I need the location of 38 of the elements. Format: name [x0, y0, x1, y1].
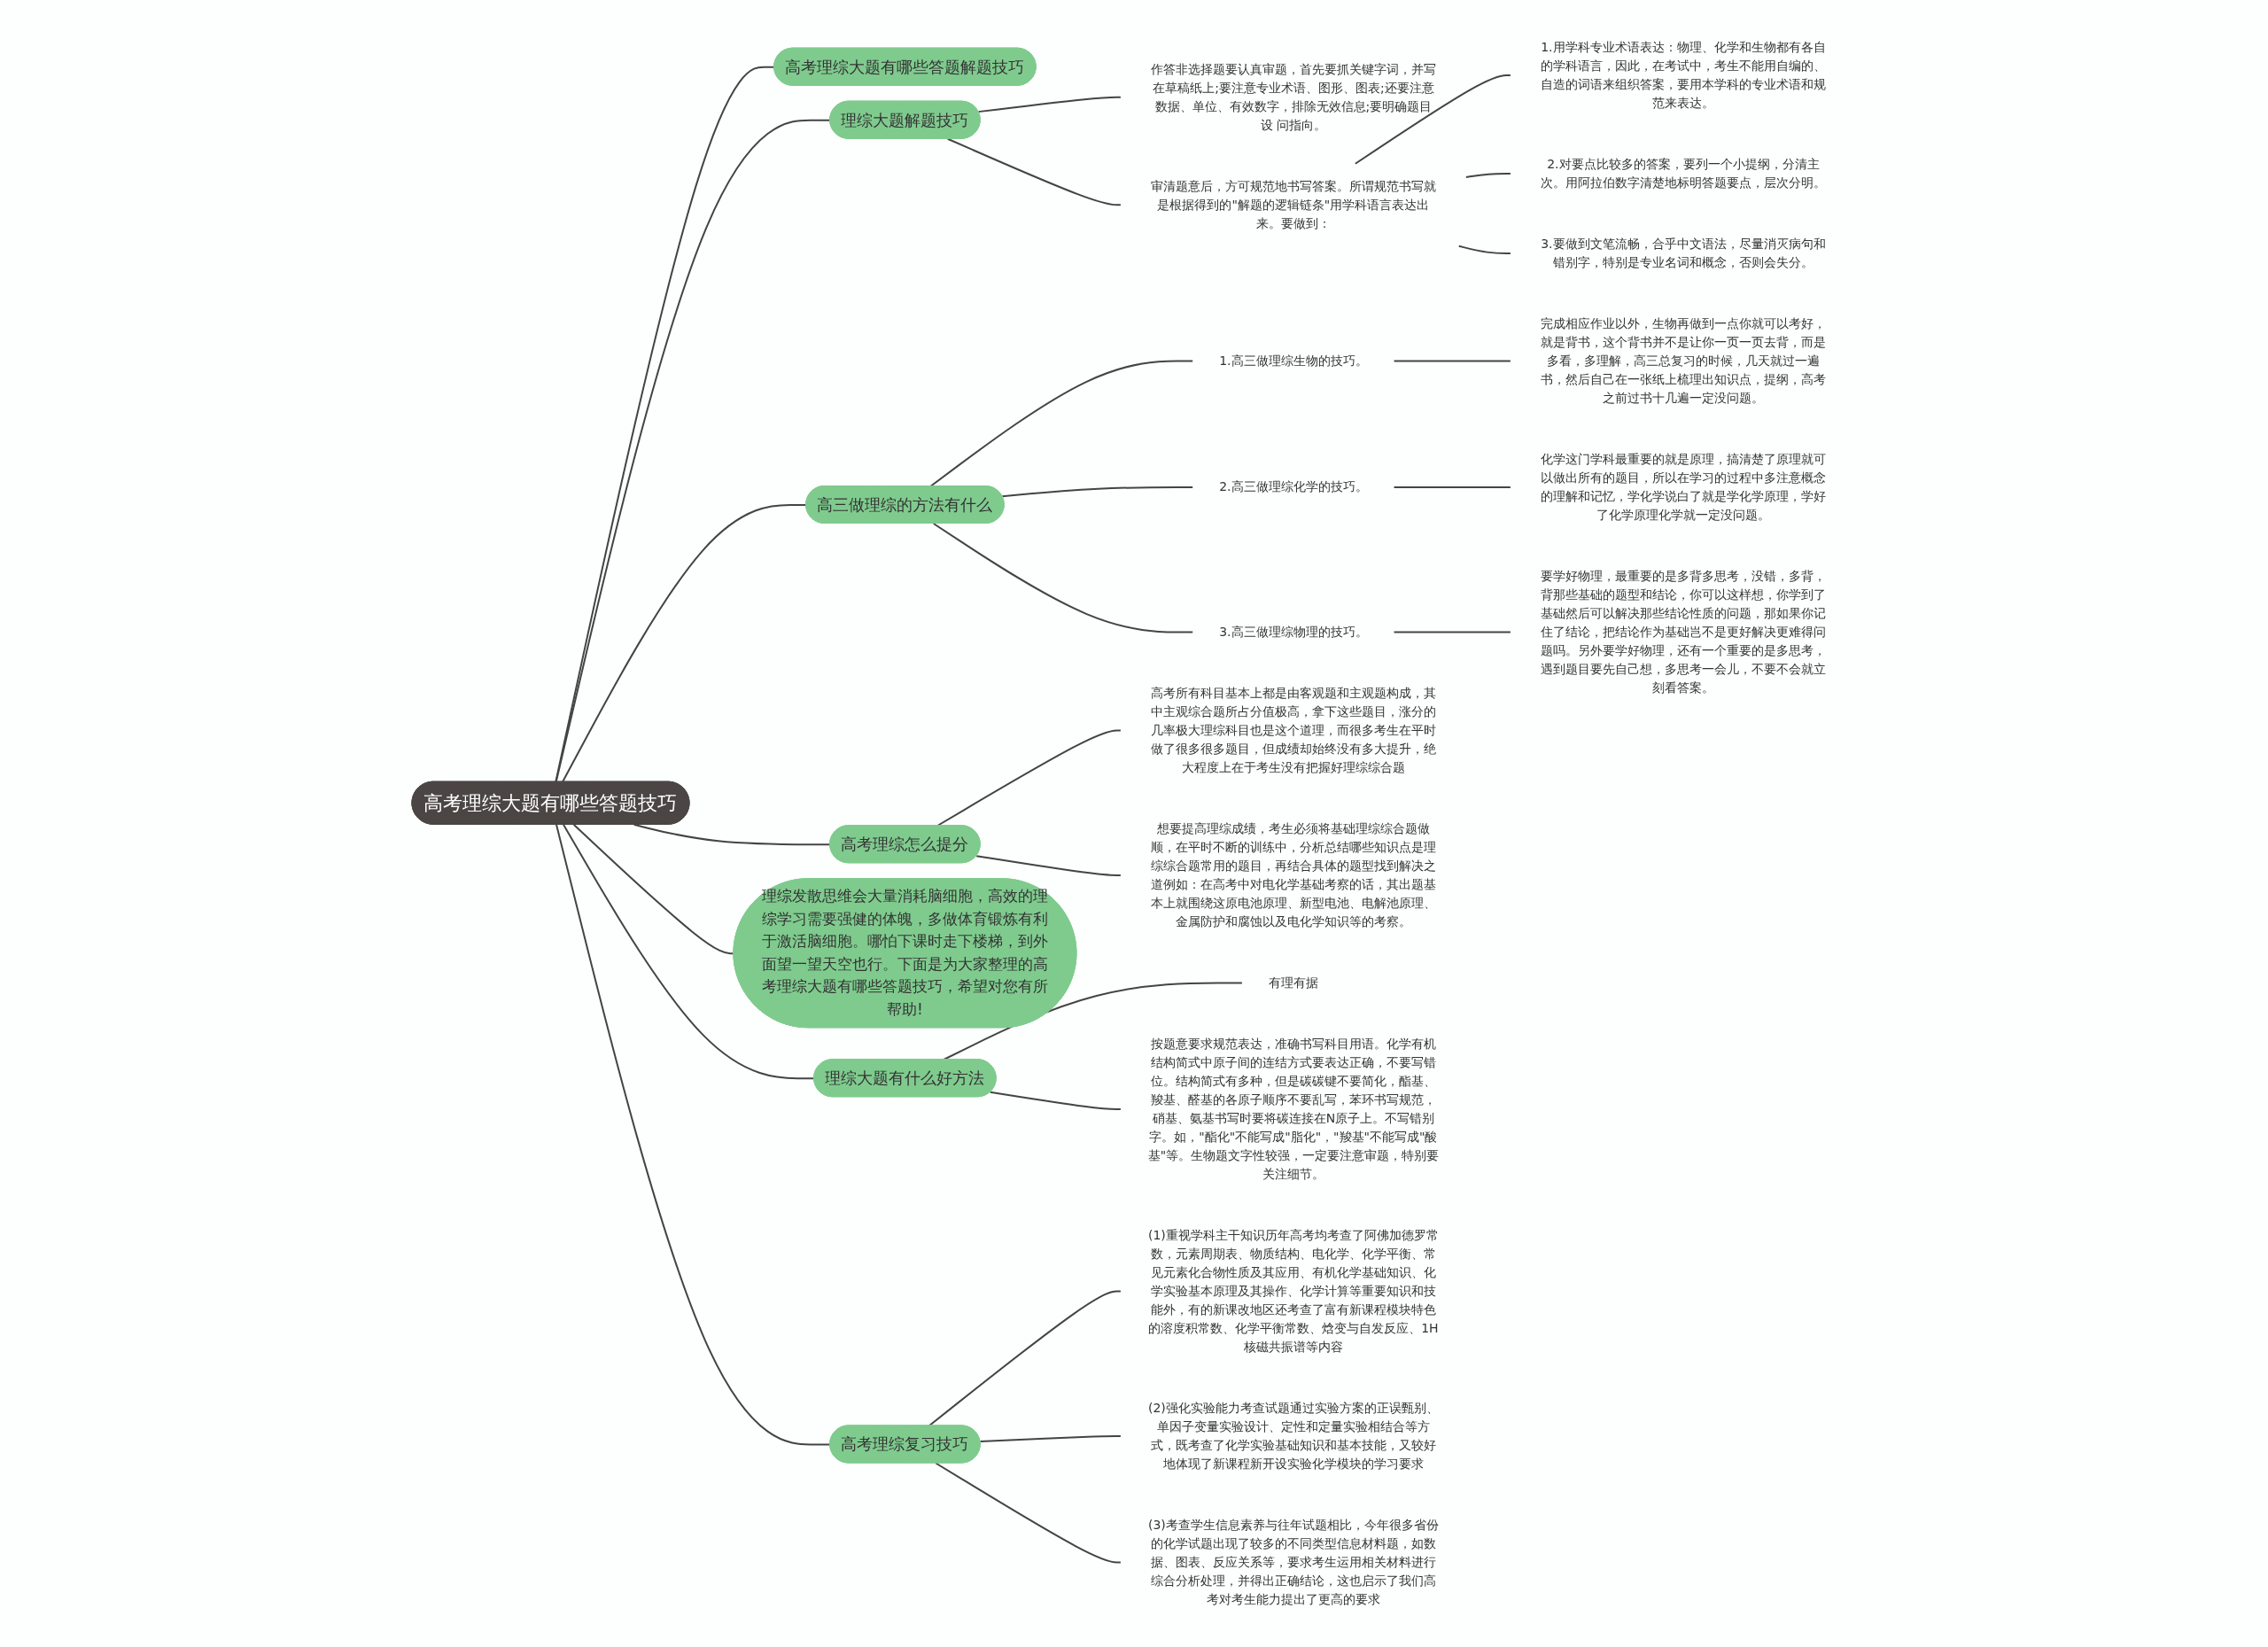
node-text: 有理有据	[1268, 975, 1318, 990]
connector	[979, 1435, 1122, 1442]
connector	[1354, 74, 1511, 165]
node-text: 高考所有科目基本上都是由客观题和主观题构成，其中主观综合题所占分值极高，拿下这些题目，涨分的几率极大理综科目也是这个道理，而很多考生在平时做了很多很多题目，但成绩却始终没有多大提升，绝大程度上在于考生没有把握好理综综合题	[1150, 685, 1436, 774]
connector	[935, 1462, 1122, 1564]
connector	[555, 119, 832, 783]
node-text: 想要提高理综成绩，考生必须将基础理综综合题做顺，在平时不断的训练中，分析总结哪些知识点是理综综合题常用的题目，再结合具体的题型找到解决之道例如：在高考中对电化学基础考察的话，其出题基本上就围绕这原电池原理、新型电池、电解池原理、金属防护和腐蚀以及电化学知识等的考察。	[1150, 820, 1436, 928]
connector	[1393, 360, 1511, 362]
connector	[989, 1091, 1122, 1110]
connector	[975, 855, 1122, 876]
node-text: 3.要做到文笔流畅，合乎中文语法，尽量消灭病句和错别字，特别是专业名词和概念，否则会失分。	[1541, 237, 1826, 269]
node-text: 审清题意后，方可规范地书写答案。所谓规范书写就是根据得到的"解题的逻辑链条"用学科语言表达出来。要做到：	[1150, 178, 1436, 230]
connector	[572, 823, 735, 955]
connector	[929, 360, 1194, 487]
connector	[1001, 486, 1194, 498]
connector	[562, 503, 808, 783]
node-text: 完成相应作业以外，生物再做到一点你就可以考好，就是背书，这个背书并不是让你一页一页去背，而是多看，多理解，高三总复习的时候，几天就过一遍书，然后自己在一张纸上梳理出知识点，提纲，高考之前过书十几遍一定没问题。	[1540, 316, 1826, 405]
node-text: (3)考查学生信息素养与往年试题相比，今年很多省份的化学试题出现了较多的不同类型信息材料题，如数据、图表、反应关系等，要求考生运用相关材料进行综合分析处理，并得出正确结论，这也启示了我们高考对考生能力提出了更高的要求	[1148, 1517, 1439, 1606]
node-text: 要学好物理，最重要的是多背多思考，没错，多背，背那些基础的题型和结论，你可以这样想，你学到了基础然后可以解决那些结论性质的问题，那如果你记住了结论，把结论作为基础岂不是更好解决更难得问题吗。另外要学好物理，还有一个重要的是多思考，遇到题目要先自己想，多思考一会儿，不要不会就立刻看答案。	[1540, 568, 1826, 695]
node-text: (1)重视学科主干知识历年高考均考查了阿佛加德罗常数，元素周期表、物质结构、电化学、化学平衡、常见元素化合物性质及其应用、有机化学基础知识、化学实验基本原理及其操作、化学计算等重要知识和技能外，有的新课改地区还考查了富有新课程模块特色的溶度积常数、化学平衡常数、焓变与自发反应、1H核磁共振谱等内容	[1148, 1227, 1439, 1354]
connector	[946, 137, 1122, 206]
connector	[1464, 173, 1511, 178]
node-text: 1.高三做理综生物的技巧。	[1219, 353, 1368, 368]
connector	[1393, 486, 1511, 488]
connector	[1457, 245, 1511, 254]
connector	[932, 523, 1194, 633]
node-text: 1.用学科专业术语表达：物理、化学和生物都有各自的学科语言，因此，在考试中，考生不能用自编的、自造的词语来组织答案，要用本学科的专业术语和规范来表达。	[1540, 40, 1826, 110]
node-text: 化学这门学科最重要的就是原理，搞清楚了原理就可以做出所有的题目，所以在学习的过程中多注意概念的理解和记忆，学化学说白了就是学化学原理，学好了化学原理化学就一定没问题。	[1540, 452, 1826, 522]
node-text: (2)强化实验能力考查试题通过实验方案的正误甄别、单因子变量实验设计、定性和定量实验相结合等方式，既考查了化学实验基础知识和基本技能，又较好地体现了新课程新开设实验化学模块的学习要求	[1148, 1400, 1439, 1471]
connector	[1393, 631, 1511, 633]
connector	[977, 96, 1122, 113]
node-text: 2.高三做理综化学的技巧。	[1219, 479, 1368, 494]
connector	[555, 823, 832, 1446]
node-text: 2.对要点比较多的答案，要列一个小提纲，分清主次。用阿拉伯数字清楚地标明答题要点，层次分明。	[1540, 157, 1826, 190]
connector	[633, 823, 832, 846]
node-text: 按题意要求规范表达，准确书写科目用语。化学有机结构简式中原子间的连结方式要表达正确，不要写错位。结构简式有多种，但是碳碳键不要简化，酯基、羧基、醛基的各原子顺序不要乱写，苯环书写规范，硝基、氨基书写时要将碳连接在N原子上。不写错别字。如，"酯化"不能写成"脂化"，"羧基"不能写成"酸基"等。生物题文字性较强，一定要注意审题，特别要关注细节。	[1147, 1036, 1440, 1181]
node-text: 3.高三做理综物理的技巧。	[1219, 624, 1368, 639]
node-text: 作答非选择题要认真审题，首先要抓关键字词，并写在草稿纸上;要注意专业术语、图形、图表;还要注意数据、单位、有效数字，排除无效信息;要明确题目设 问指向。	[1150, 61, 1436, 132]
